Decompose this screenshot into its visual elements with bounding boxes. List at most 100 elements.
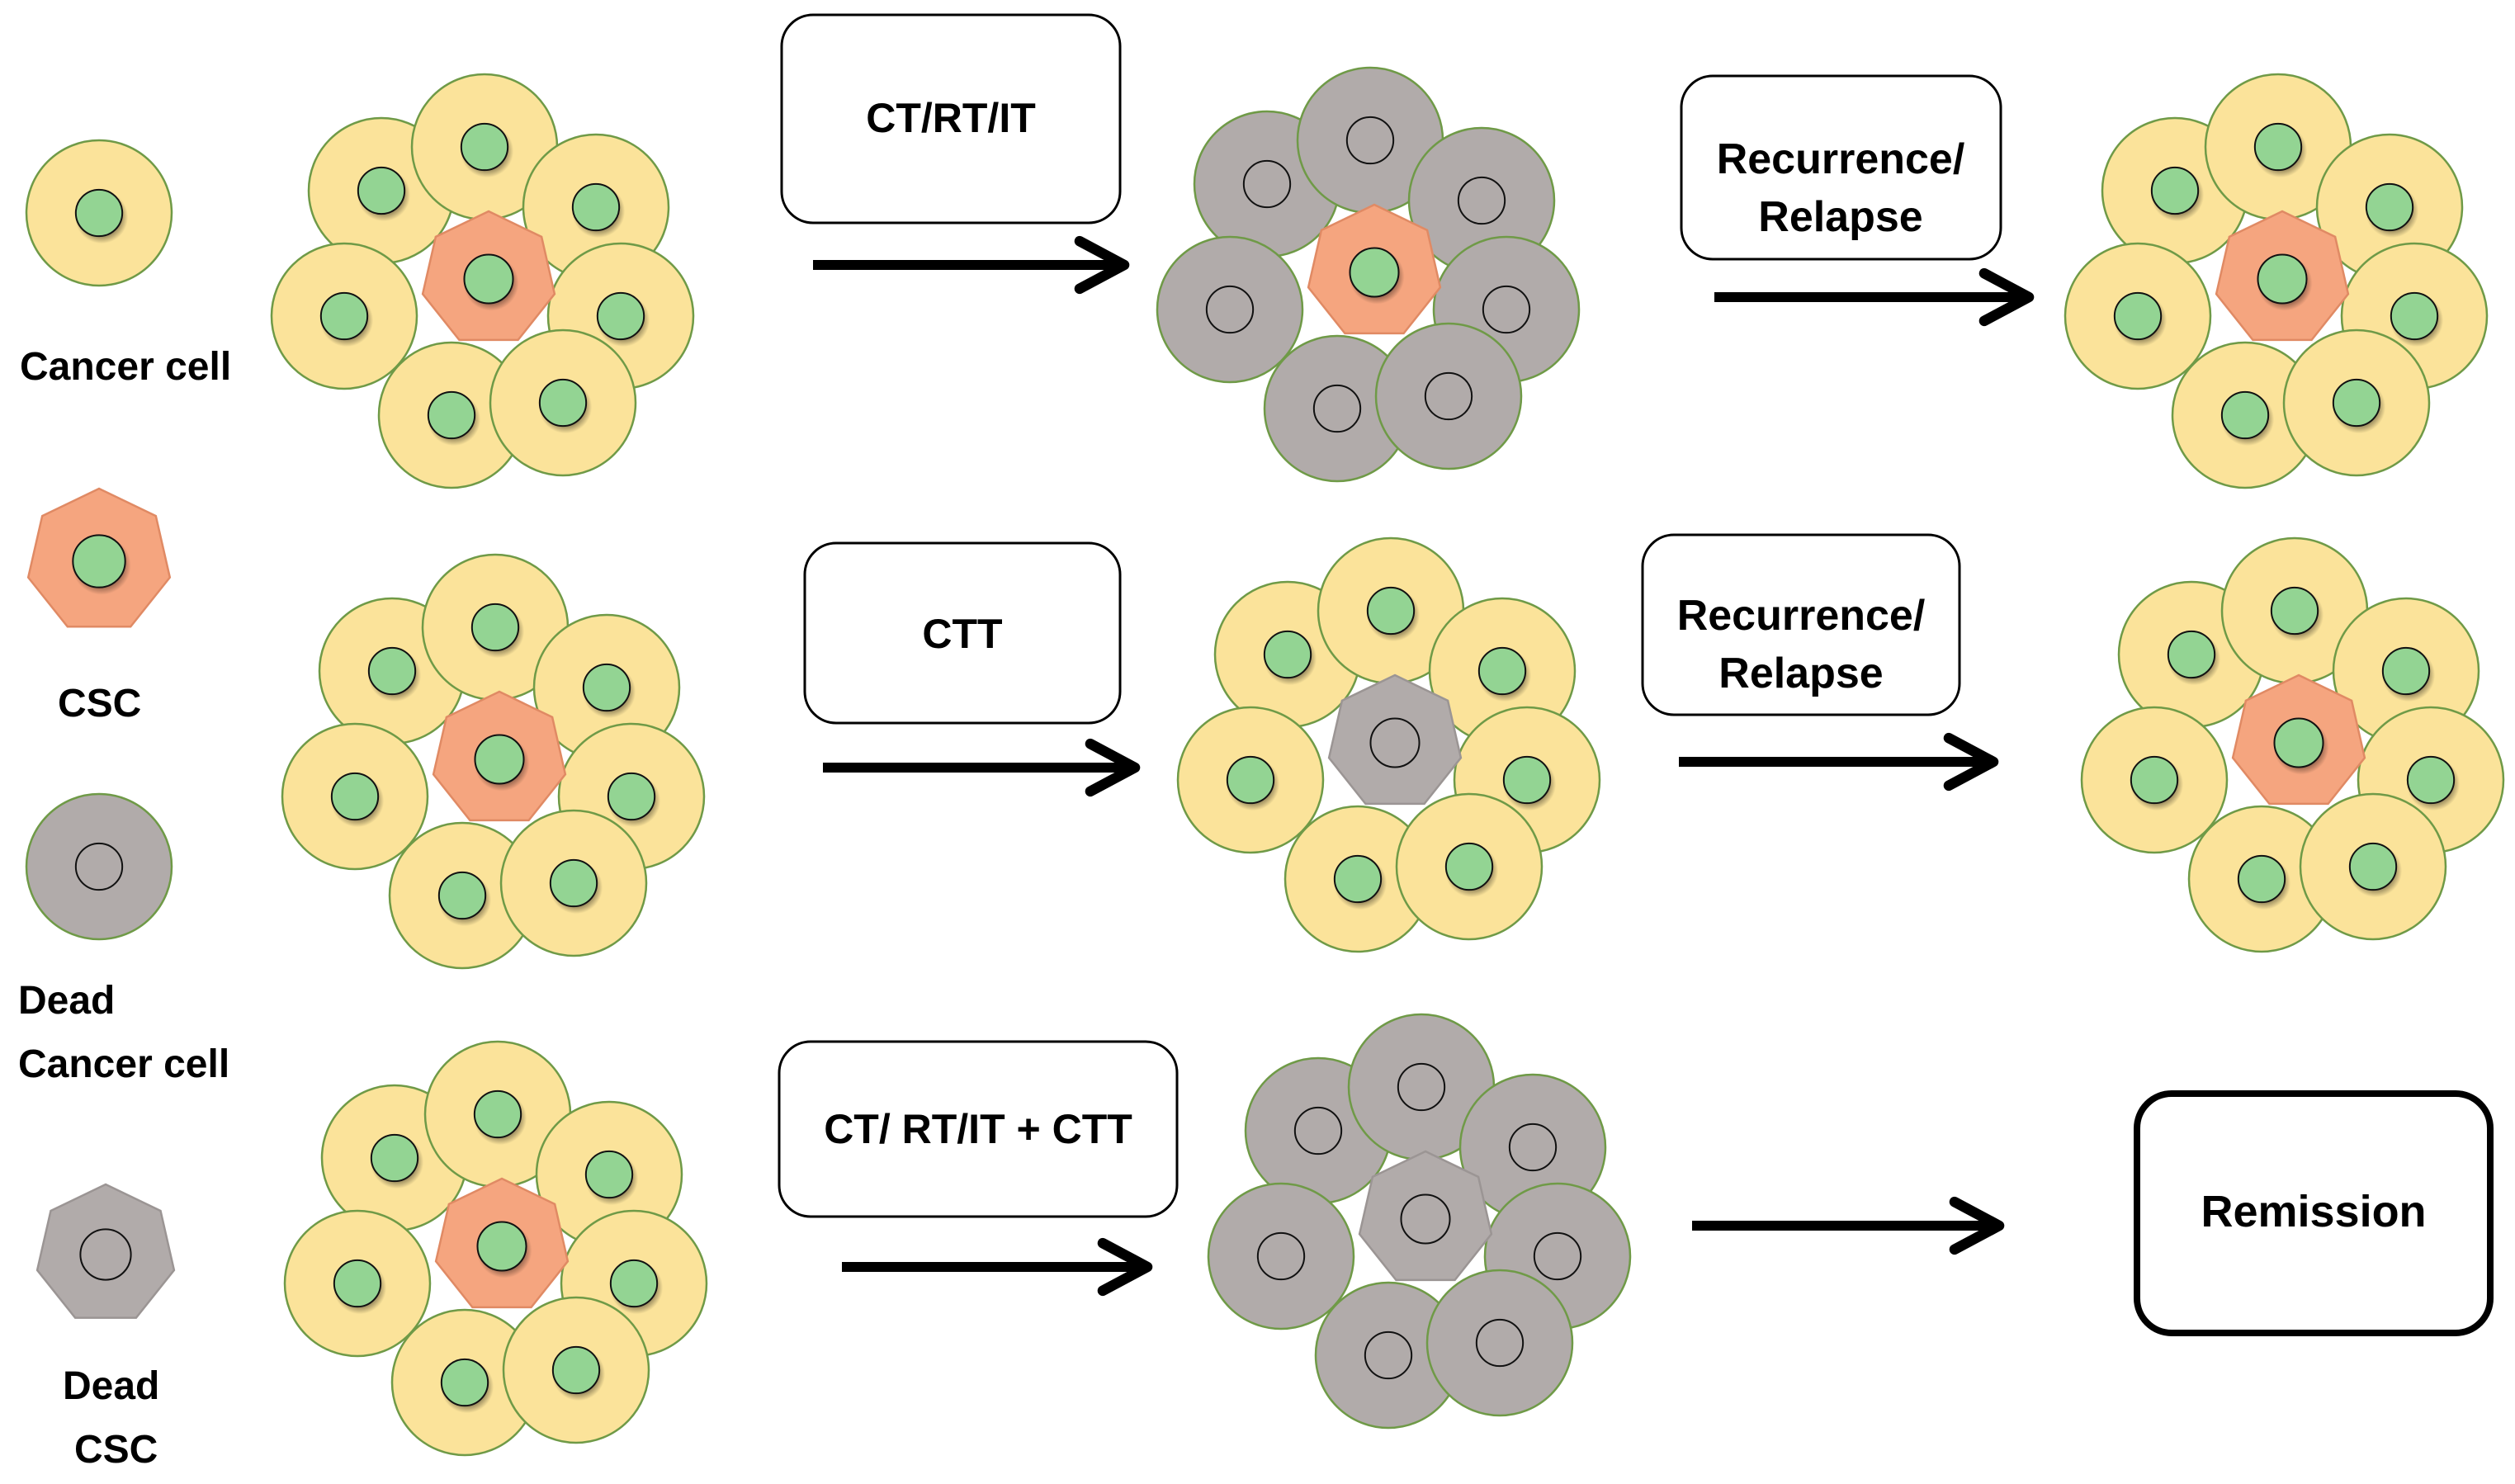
row-1-final-tumor-cell-4-nucleus — [2113, 291, 2163, 341]
legend-dead-csc-label-line2: CSC — [74, 1428, 158, 1472]
legend: Cancer cell CSC Dead Cancer cell Dead CS… — [18, 139, 231, 1472]
row-3: CT/ RT/IT + CTT Remission — [283, 1013, 2494, 1457]
row-1-initial-tumor — [270, 73, 695, 489]
row-1-initial-tumor-cell-6-nucleus — [427, 390, 476, 440]
legend-dead-cancer-cell-label-line2: Cancer cell — [18, 1042, 229, 1086]
row-1-outcome-label-line2: Relapse — [1758, 193, 1922, 241]
row-2-after-treatment-tumor — [1176, 536, 1601, 953]
row-1-after-treatment-tumor-center-cell-nucleus — [1349, 247, 1400, 298]
row-1-after-treatment-tumor-cell-5-nucleus — [1482, 285, 1531, 334]
row-1-initial-tumor-center-cell-nucleus — [463, 253, 514, 305]
row-1-after-treatment-tumor-cell-3-nucleus — [1457, 176, 1506, 225]
row-3-remission-label: Remission — [2201, 1187, 2426, 1236]
row-2-after-treatment-tumor-cell-5-nucleus — [1502, 755, 1552, 805]
row-1-initial-tumor-cell-2-nucleus — [460, 122, 509, 172]
row-2-treatment-box — [803, 541, 1122, 725]
legend-dead-csc-label-line1: Dead — [63, 1364, 159, 1408]
row-2-final-tumor-cell-3-nucleus — [2381, 646, 2431, 696]
row-3-after-treatment-tumor-cell-4-nucleus — [1256, 1231, 1306, 1281]
row-3-initial-tumor-center-cell-nucleus — [476, 1221, 527, 1272]
row-1-initial-tumor-cell-3-nucleus — [571, 182, 621, 232]
row-3-initial-tumor-cell-1-nucleus — [370, 1133, 419, 1183]
row-1-final-tumor — [2064, 73, 2489, 489]
row-2-after-treatment-tumor-cell-7-nucleus — [1444, 842, 1494, 891]
row-2-final-tumor-cell-6-nucleus — [2237, 854, 2286, 904]
row-1: CT/RT/IT Recurrence/ Relapse — [270, 13, 2489, 489]
row-3-remission-box — [2134, 1090, 2494, 1336]
legend-csc-icon-nucleus — [72, 534, 126, 588]
row-2-final-tumor-center-cell-nucleus — [2273, 717, 2324, 768]
row-3-initial-tumor-cell-2-nucleus — [473, 1089, 522, 1139]
row-3-initial-tumor-cell-5-nucleus — [609, 1259, 659, 1308]
row-1-initial-tumor-cell-7-nucleus — [538, 378, 588, 428]
row-1-initial-tumor-cell-5-nucleus — [596, 291, 645, 341]
legend-csc-label: CSC — [58, 682, 141, 725]
row-2-initial-tumor — [281, 553, 706, 970]
row-1-initial-tumor-cell-1-nucleus — [357, 166, 406, 215]
row-1-final-tumor-cell-2-nucleus — [2253, 122, 2303, 172]
row-2-final-tumor-cell-7-nucleus — [2348, 842, 2398, 891]
legend-dead-cancer-cell-icon-nucleus — [74, 842, 124, 891]
row-3-initial-tumor-cell-4-nucleus — [333, 1259, 382, 1308]
row-3-initial-tumor-cell-7-nucleus — [551, 1345, 601, 1395]
row-2-final-tumor-cell-5-nucleus — [2406, 755, 2456, 805]
row-1-treatment-label: CT/RT/IT — [866, 95, 1036, 141]
row-1-after-treatment-tumor-cell-1-nucleus — [1242, 159, 1292, 209]
row-2-treatment-label: CTT — [922, 611, 1002, 657]
row-2-outcome-box — [1641, 533, 1961, 716]
legend-dead-cancer-cell-icon — [25, 792, 173, 941]
row-3-after-treatment-tumor — [1207, 1013, 1632, 1430]
row-2-outcome-label-line1: Recurrence/ — [1677, 592, 1926, 640]
row-2-initial-tumor-cell-5-nucleus — [607, 772, 656, 821]
row-3-after-treatment-tumor-cell-1-nucleus — [1293, 1106, 1343, 1156]
row-2-initial-tumor-cell-6-nucleus — [437, 871, 487, 920]
row-1-treatment-box — [780, 13, 1122, 224]
row-3-after-treatment-tumor-cell-6-nucleus — [1364, 1330, 1413, 1380]
row-1-initial-tumor-cell-4-nucleus — [319, 291, 369, 341]
row-1-after-treatment-tumor-cell-6-nucleus — [1312, 384, 1362, 433]
row-2-initial-tumor-cell-7-nucleus — [549, 858, 598, 908]
row-2-final-tumor-cell-4-nucleus — [2130, 755, 2179, 805]
legend-dead-csc-icon — [35, 1183, 176, 1319]
row-3-after-treatment-tumor-cell-7-nucleus — [1475, 1318, 1525, 1368]
legend-cancer-cell-label: Cancer cell — [20, 345, 231, 389]
row-2-after-treatment-tumor-cell-3-nucleus — [1477, 646, 1527, 696]
row-1-after-treatment-tumor-cell-7-nucleus — [1424, 371, 1473, 421]
row-2-initial-tumor-cell-1-nucleus — [367, 646, 417, 696]
row-1-outcome-box — [1680, 74, 2002, 261]
row-1-final-tumor-cell-3-nucleus — [2365, 182, 2414, 232]
row-2-after-treatment-tumor-cell-1-nucleus — [1263, 630, 1312, 679]
row-2-initial-tumor-center-cell-nucleus — [474, 734, 525, 785]
row-2-outcome-label-line2: Relapse — [1718, 650, 1883, 697]
row-2: CTT Recurrence/ Relapse — [281, 533, 2505, 970]
row-3-treatment-box — [778, 1040, 1179, 1218]
row-2-after-treatment-tumor-center-cell-nucleus — [1369, 717, 1421, 768]
legend-cancer-cell-icon-nucleus — [74, 188, 124, 238]
row-3-after-treatment-tumor-cell-3-nucleus — [1508, 1122, 1558, 1172]
legend-dead-csc-icon-nucleus — [79, 1228, 132, 1281]
row-2-initial-tumor-cell-4-nucleus — [330, 772, 380, 821]
row-3-treatment-label: CT/ RT/IT + CTT — [824, 1106, 1132, 1152]
row-3-initial-tumor — [283, 1040, 708, 1457]
row-2-after-treatment-tumor-cell-2-nucleus — [1366, 586, 1416, 636]
row-3-after-treatment-tumor-cell-2-nucleus — [1397, 1062, 1446, 1112]
legend-dead-cancer-cell-label-line1: Dead — [18, 979, 115, 1023]
row-2-initial-tumor-cell-2-nucleus — [470, 603, 520, 652]
row-1-final-tumor-cell-6-nucleus — [2220, 390, 2270, 440]
row-1-after-treatment-tumor-cell-4-nucleus — [1205, 285, 1255, 334]
row-3-initial-tumor-cell-6-nucleus — [440, 1358, 489, 1407]
row-3-initial-tumor-cell-3-nucleus — [584, 1150, 634, 1199]
row-2-after-treatment-tumor-cell-4-nucleus — [1226, 755, 1275, 805]
row-1-final-tumor-cell-5-nucleus — [2390, 291, 2439, 341]
row-1-after-treatment-tumor — [1156, 66, 1581, 483]
row-1-after-treatment-tumor-cell-2-nucleus — [1345, 116, 1395, 165]
row-3-after-treatment-tumor-center-cell-nucleus — [1400, 1193, 1451, 1245]
row-2-final-tumor-cell-1-nucleus — [2167, 630, 2216, 679]
row-1-final-tumor-cell-7-nucleus — [2332, 378, 2381, 428]
row-2-final-tumor — [2080, 536, 2505, 953]
row-2-final-tumor-cell-2-nucleus — [2270, 586, 2319, 636]
row-2-initial-tumor-cell-3-nucleus — [582, 663, 631, 712]
legend-cancer-cell-icon — [25, 139, 173, 287]
row-2-after-treatment-tumor-cell-6-nucleus — [1333, 854, 1383, 904]
